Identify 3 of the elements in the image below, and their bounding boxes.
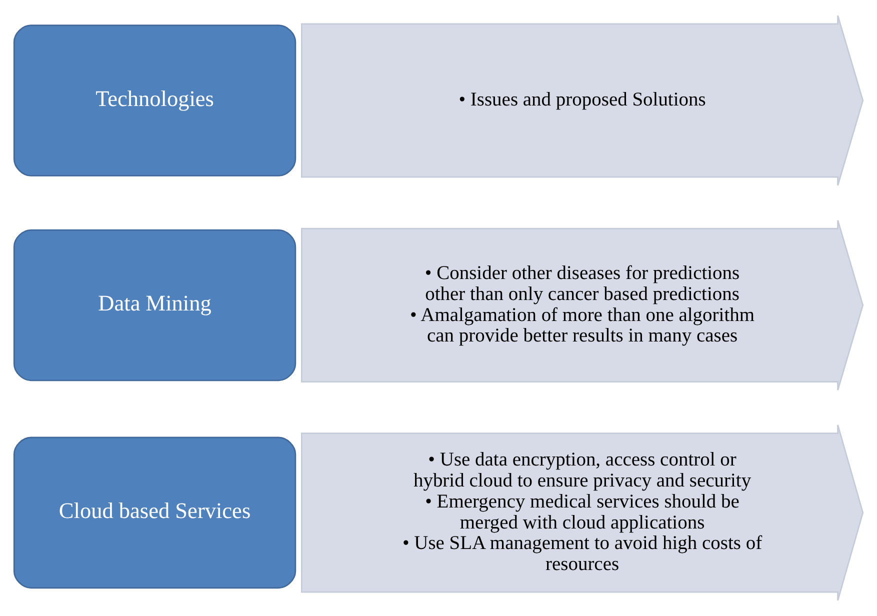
- node-box: Cloud based Services: [13, 436, 296, 589]
- node-box: Data Mining: [13, 229, 296, 382]
- node-box: Technologies: [13, 24, 296, 176]
